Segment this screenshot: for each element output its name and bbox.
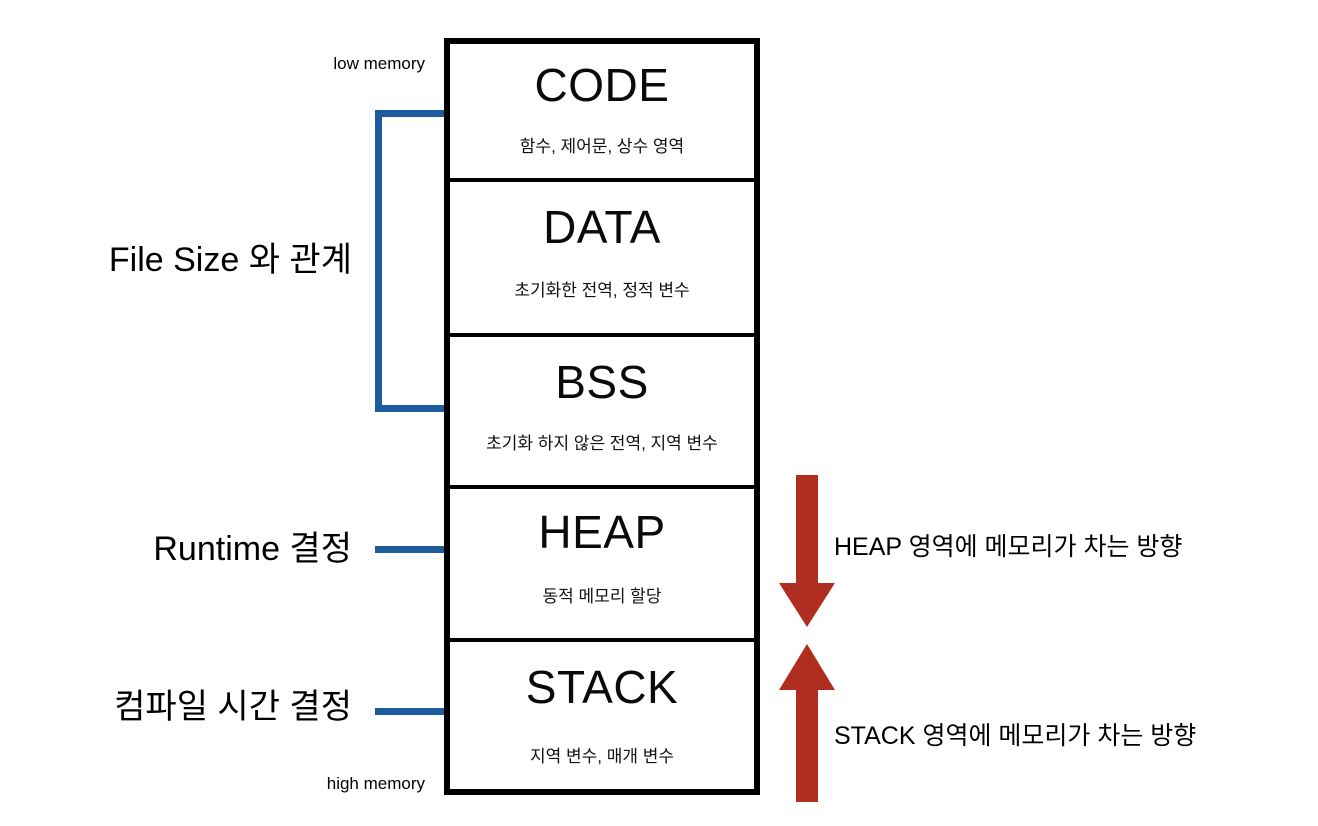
memory-layout-block: CODE 함수, 제어문, 상수 영역 DATA 초기화한 전역, 정적 변수 … <box>444 38 760 795</box>
segment-desc-data: 초기화한 전역, 정적 변수 <box>514 281 690 300</box>
connector-line-runtime <box>375 546 447 553</box>
stack-growth-note: STACK 영역에 메모리가 차는 방향 <box>834 722 1197 750</box>
heap-growth-down-arrow-icon <box>779 475 835 627</box>
divider-code-data <box>450 178 754 182</box>
low-memory-label: low memory <box>333 54 425 73</box>
segment-title-data: DATA <box>543 201 661 253</box>
memory-segment-heap: HEAP 동적 메모리 할당 <box>450 489 754 638</box>
heap-growth-note: HEAP 영역에 메모리가 차는 방향 <box>834 533 1183 561</box>
memory-segment-bss: BSS 초기화 하지 않은 전역, 지역 변수 <box>450 337 754 485</box>
segment-desc-code: 함수, 제어문, 상수 영역 <box>519 137 685 156</box>
bracket-bottom-arm <box>375 405 447 412</box>
divider-bss-heap <box>450 485 754 489</box>
memory-segment-stack: STACK 지역 변수, 매개 변수 <box>450 642 754 795</box>
segment-desc-bss: 초기화 하지 않은 전역, 지역 변수 <box>486 434 718 453</box>
high-memory-label: high memory <box>326 774 425 793</box>
bracket-top-arm <box>375 110 447 117</box>
stack-growth-up-arrow-icon <box>779 644 835 802</box>
connector-line-compile-time <box>375 708 447 715</box>
bracket-vertical-segment <box>375 110 382 412</box>
segment-desc-heap: 동적 메모리 할당 <box>542 587 662 606</box>
segment-desc-stack: 지역 변수, 매개 변수 <box>529 747 674 766</box>
segment-title-bss: BSS <box>555 356 649 408</box>
segment-title-stack: STACK <box>525 661 679 713</box>
side-label-runtime: Runtime 결정 <box>153 530 352 568</box>
side-label-compile-time: 컴파일 시간 결정 <box>114 688 352 726</box>
memory-segment-code: CODE 함수, 제어문, 상수 영역 <box>450 44 754 178</box>
segment-title-heap: HEAP <box>538 506 666 558</box>
segment-title-code: CODE <box>534 59 670 111</box>
divider-heap-stack <box>450 638 754 642</box>
memory-segment-data: DATA 초기화한 전역, 정적 변수 <box>450 182 754 333</box>
divider-data-bss <box>450 333 754 337</box>
side-label-file-size: File Size 와 관계 <box>108 241 352 279</box>
